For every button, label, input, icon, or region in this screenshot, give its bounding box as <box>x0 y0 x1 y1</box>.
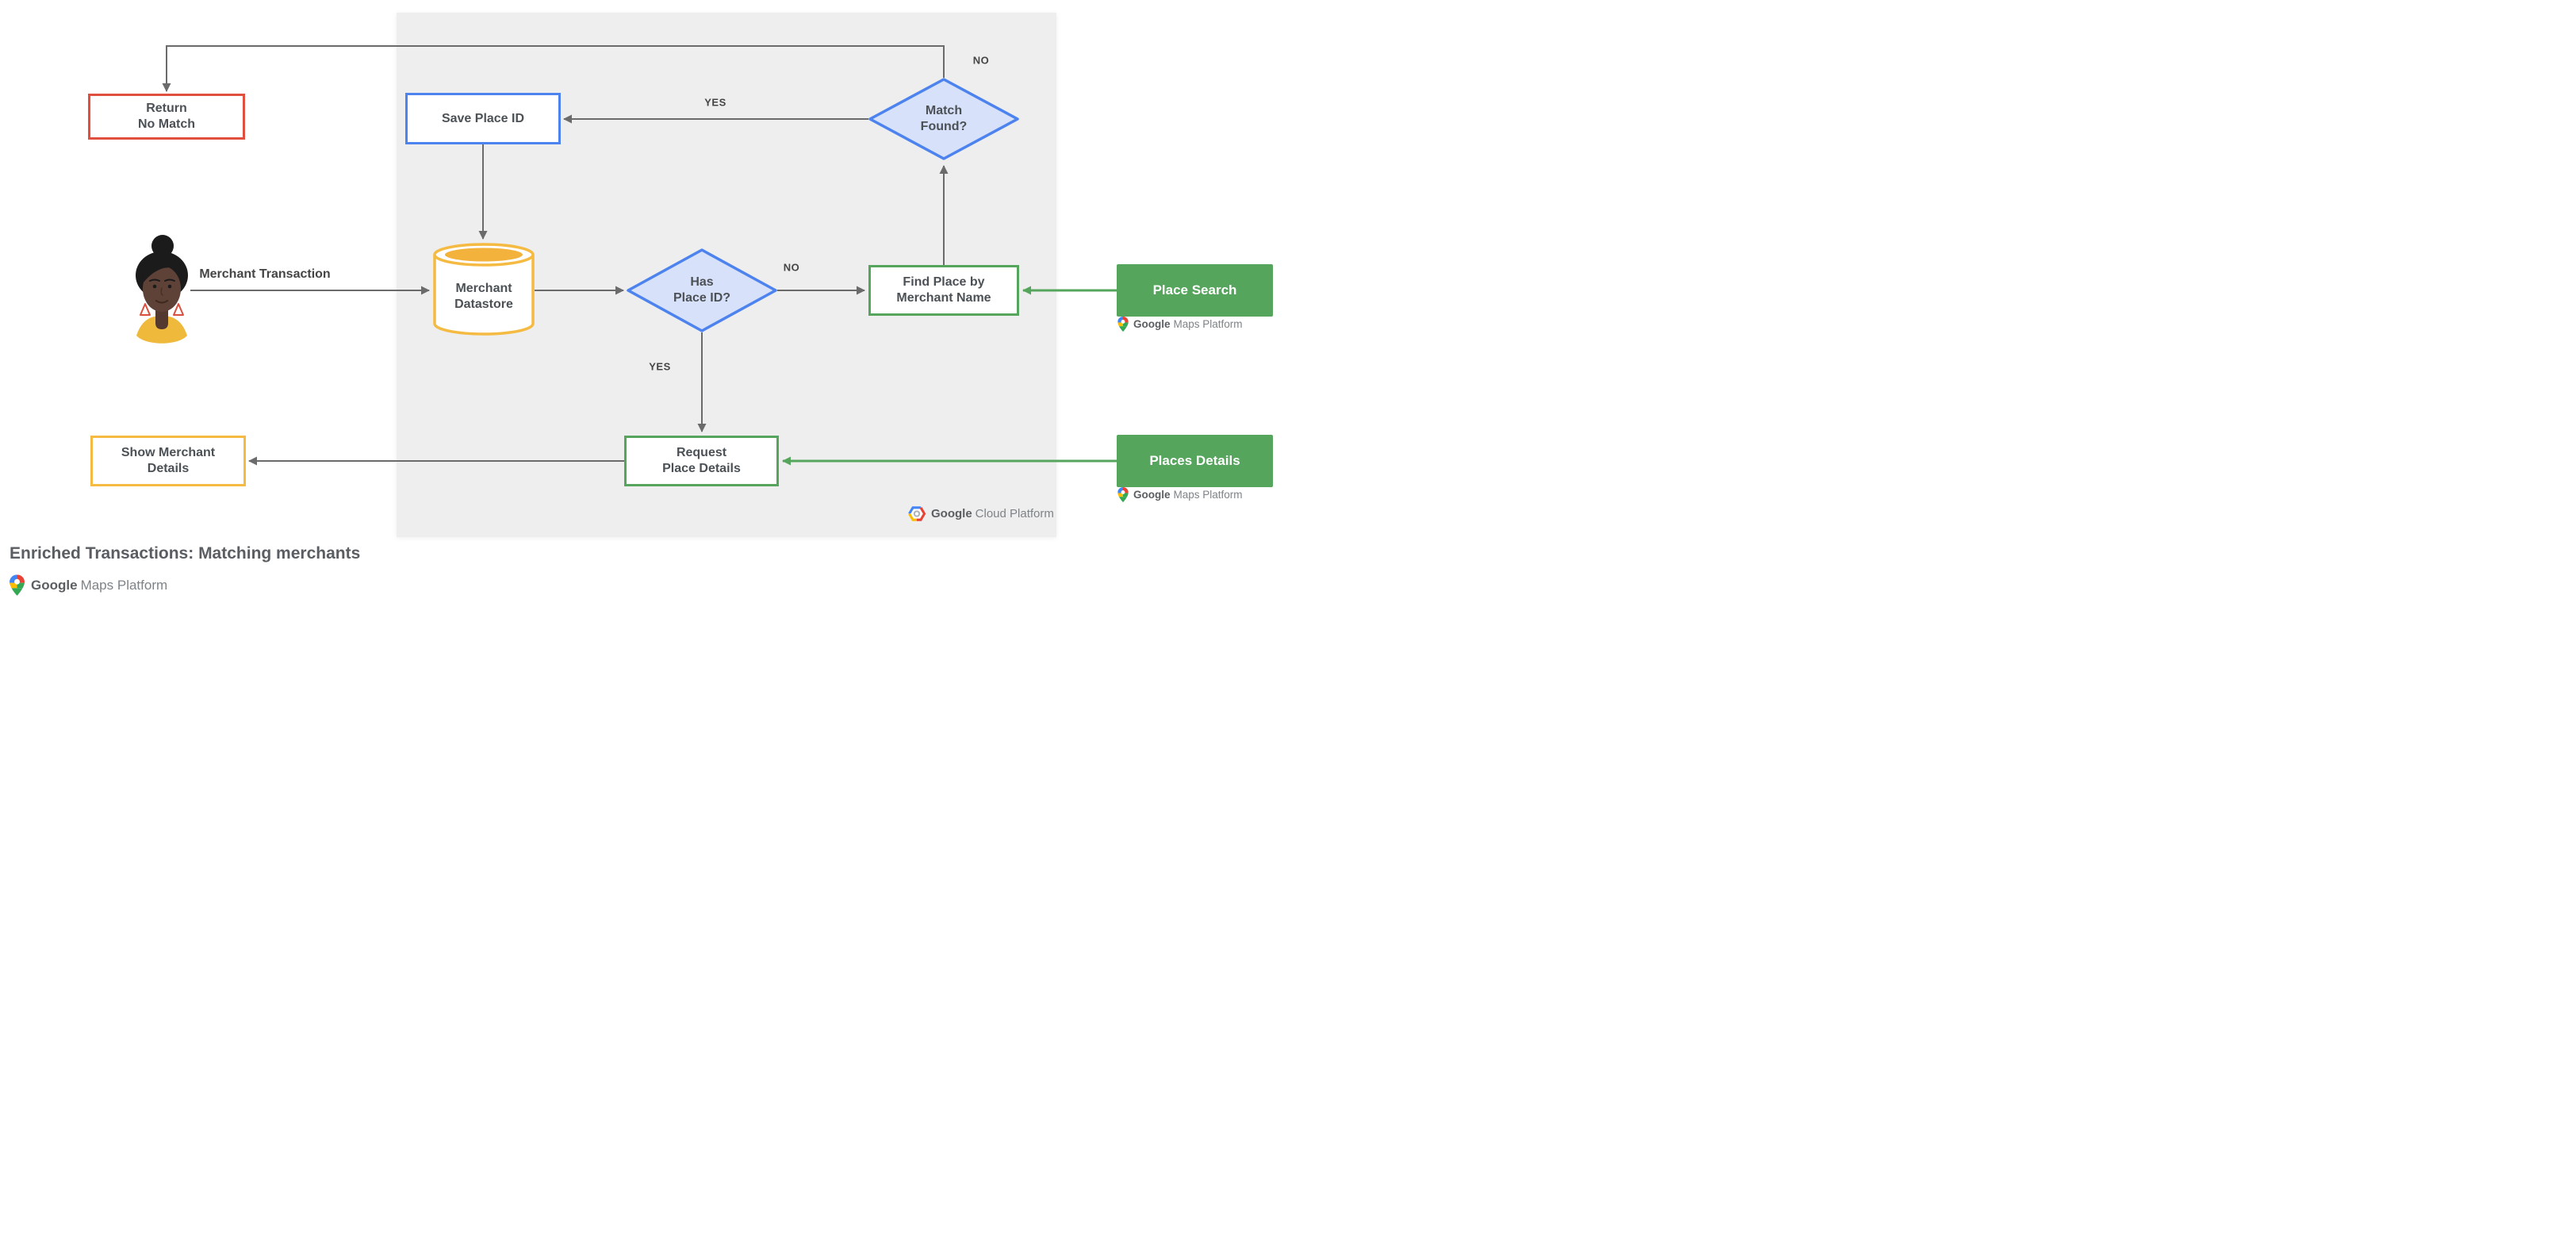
node-label: Place Details <box>662 462 741 475</box>
node-label: Show Merchant <box>121 446 216 459</box>
logo-google-text: Google <box>931 507 972 520</box>
edge-label-no: NO <box>783 261 800 274</box>
edges-layer <box>162 45 1117 466</box>
node-label: No Match <box>138 117 195 131</box>
node-label: Places Details <box>1149 453 1240 469</box>
diagram-title: Enriched Transactions: Matching merchant… <box>10 544 361 563</box>
node-merchant-datastore: Merchant Datastore <box>433 243 535 336</box>
edge-match-found-no-to-return <box>162 45 945 92</box>
edge-label-no: NO <box>972 54 990 67</box>
logo-google-text: Google <box>1133 318 1171 330</box>
flowchart-canvas: Return No Match Save Place ID Match Foun… <box>0 0 1288 626</box>
google-maps-platform-logo: Google Maps Platform <box>10 574 167 596</box>
database-cylinder-icon <box>433 243 535 336</box>
node-places-details-api: Places Details <box>1117 435 1273 487</box>
google-maps-platform-logo: Google Maps Platform <box>1117 487 1243 502</box>
edge-label-yes: YES <box>649 360 671 373</box>
node-label: Return <box>146 102 187 115</box>
edge-label-yes: YES <box>704 96 726 109</box>
node-label: Match <box>925 104 963 117</box>
node-label: Save Place ID <box>441 111 525 125</box>
node-label: Merchant <box>455 281 512 295</box>
node-find-place-by-merchant-name: Find Place by Merchant Name <box>868 265 1019 316</box>
node-label: Find Place by <box>903 275 985 289</box>
node-place-search-api: Place Search <box>1117 264 1273 317</box>
logo-google-text: Google <box>1133 489 1171 501</box>
logo-product-text: Maps Platform <box>1173 489 1243 501</box>
edge-label-merchant-transaction: Merchant Transaction <box>199 267 331 281</box>
cloud-hexagon-icon <box>908 506 926 521</box>
logo-product-text: Maps Platform <box>1173 318 1243 330</box>
node-label: Request <box>676 446 727 459</box>
node-label: Place ID? <box>673 291 731 305</box>
maps-pin-icon <box>10 574 25 596</box>
logo-product-text: Maps Platform <box>80 577 168 593</box>
merchant-user-avatar <box>133 234 190 345</box>
logo-google-text: Google <box>31 577 78 593</box>
google-cloud-platform-logo: Google Cloud Platform <box>908 506 1054 521</box>
node-match-found: Match Found? <box>868 78 1019 160</box>
node-label: Details <box>147 462 190 475</box>
node-return-no-match: Return No Match <box>88 94 245 140</box>
node-save-place-id: Save Place ID <box>405 93 561 144</box>
node-show-merchant-details: Show Merchant Details <box>90 436 246 486</box>
node-label: Place Search <box>1152 282 1237 298</box>
node-has-place-id: Has Place ID? <box>627 248 777 332</box>
node-label: Has <box>690 275 714 289</box>
node-request-place-details: Request Place Details <box>624 436 779 486</box>
logo-product-text: Cloud Platform <box>975 507 1054 520</box>
node-label: Merchant Name <box>896 291 991 305</box>
person-icon <box>136 235 188 344</box>
diamond-shape <box>868 78 1019 160</box>
node-label: Datastore <box>454 297 513 311</box>
node-label: Found? <box>920 120 968 133</box>
maps-pin-icon <box>1117 317 1129 332</box>
google-maps-platform-logo: Google Maps Platform <box>1117 317 1243 332</box>
maps-pin-icon <box>1117 487 1129 502</box>
diamond-shape <box>627 248 777 332</box>
